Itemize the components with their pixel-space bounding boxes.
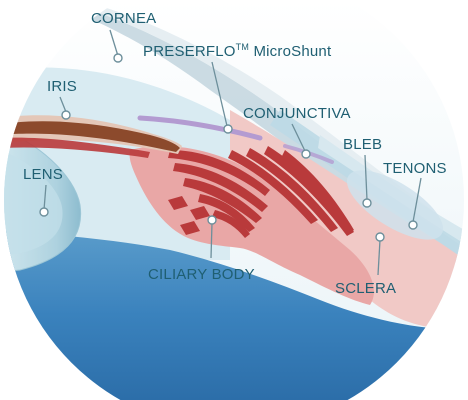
microshunt-label-tm: TM	[236, 42, 249, 52]
ciliary-body-label: CILIARY BODY	[148, 266, 255, 283]
cornea-label: CORNEA	[91, 10, 156, 27]
microshunt-label-suffix: MicroShunt	[249, 43, 332, 60]
iris-label: IRIS	[47, 78, 77, 95]
cornea-marker	[114, 54, 122, 62]
lens-label: LENS	[23, 166, 63, 183]
sclera-label: SCLERA	[335, 280, 396, 297]
microshunt-marker	[224, 125, 232, 133]
iris-marker	[62, 111, 70, 119]
microshunt-label-main: PRESERFLO	[143, 43, 236, 60]
bleb-label: BLEB	[343, 136, 382, 153]
tenons-marker	[409, 221, 417, 229]
ciliary-body-marker	[208, 216, 216, 224]
conjunctiva-marker	[302, 150, 310, 158]
bleb-marker	[363, 199, 371, 207]
tenons-label: TENONS	[383, 160, 447, 177]
conjunctiva-label: CONJUNCTIVA	[243, 105, 351, 122]
lens-marker	[40, 208, 48, 216]
sclera-marker	[376, 233, 384, 241]
